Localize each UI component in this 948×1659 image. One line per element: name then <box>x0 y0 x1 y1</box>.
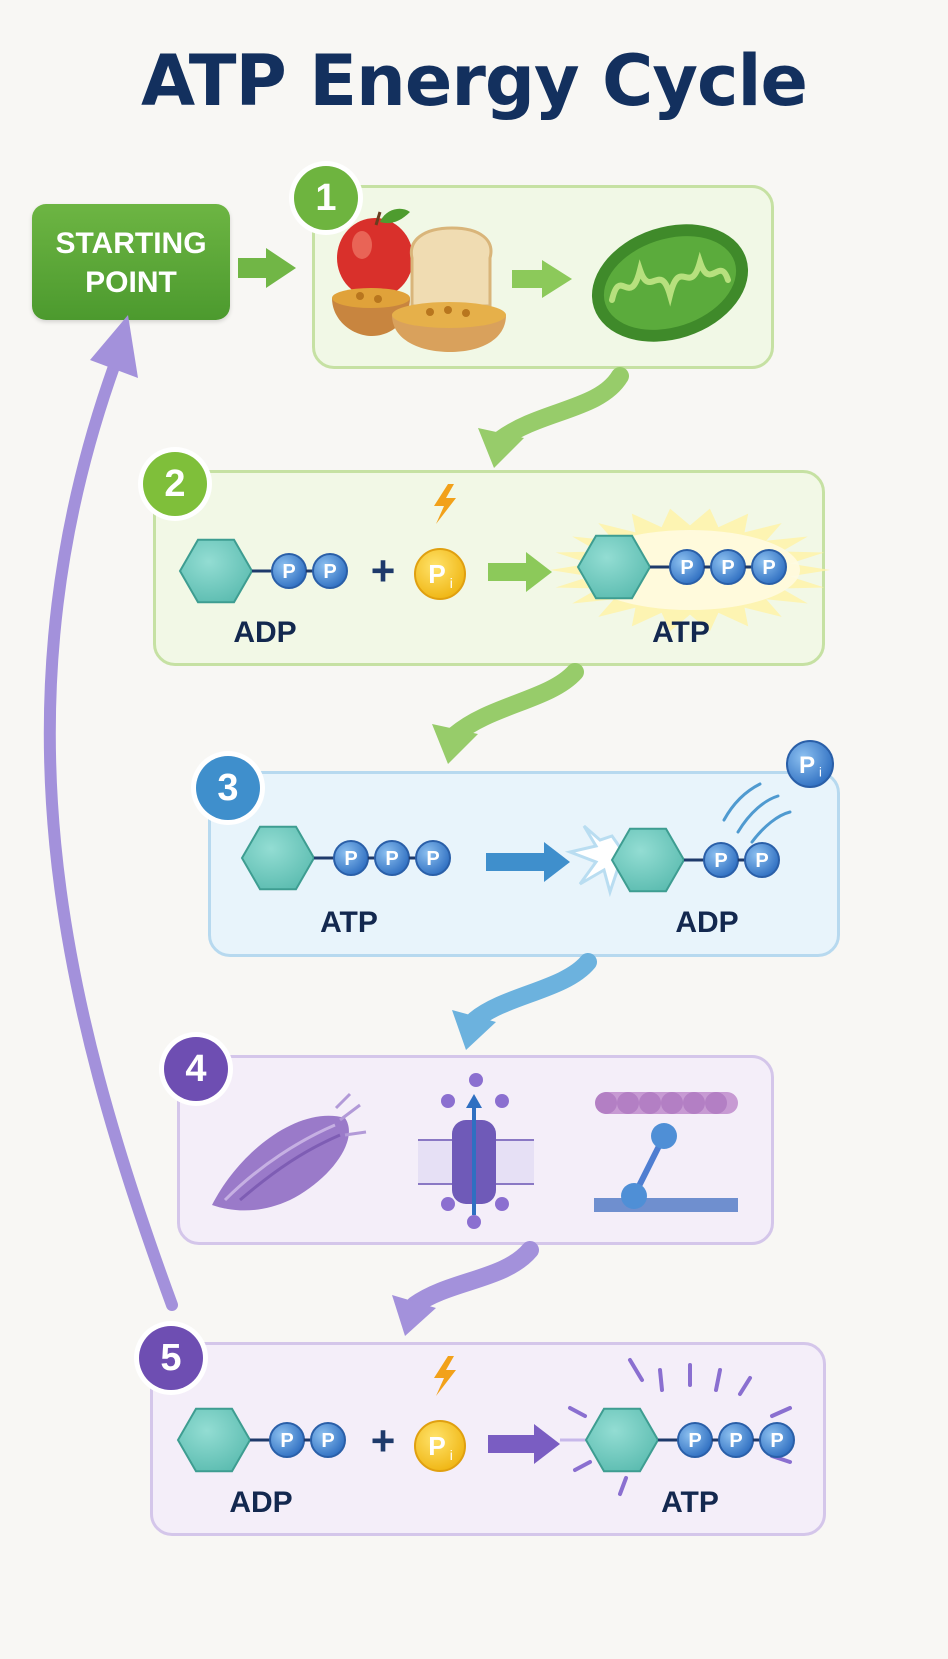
phosphate-letter: P <box>721 557 734 579</box>
phosphate-letter: P <box>762 557 775 579</box>
stage-3-adp-label: ADP <box>675 906 739 939</box>
stage-5-arrow <box>488 1424 560 1464</box>
pi-letter: P <box>428 559 446 589</box>
muscle-icon <box>212 1092 367 1211</box>
phosphate-letter: P <box>344 848 357 870</box>
phosphate-letter: P <box>321 1430 334 1452</box>
phosphate-letter: P <box>282 561 295 583</box>
food-icon <box>332 208 506 352</box>
pi-letter: P <box>799 752 815 779</box>
return-arrow <box>43 344 178 1311</box>
stage-3-badge: 3 <box>196 756 260 820</box>
stage4-to-stage5-arrow <box>392 1241 539 1336</box>
phosphate-group <box>312 553 348 589</box>
phosphate-letter: P <box>323 561 336 583</box>
stage-4-badge: 4 <box>164 1037 228 1101</box>
lightning-icon <box>434 484 456 524</box>
starting-point-box: STARTING POINT <box>32 204 230 320</box>
phosphate-group <box>751 549 787 585</box>
pi-release-lines <box>722 782 792 844</box>
pi-subscript: i <box>450 1448 453 1463</box>
phosphate-group <box>759 1422 795 1458</box>
phosphate-letter: P <box>688 1430 701 1452</box>
stage-3-atp-label: ATP <box>320 906 378 939</box>
pi-letter: P <box>428 1431 446 1461</box>
pi-subscript: i <box>450 576 453 591</box>
stage-2-atp-label: ATP <box>652 616 710 649</box>
atp-glow-lines <box>568 1358 792 1496</box>
stage1-inner-arrow <box>512 260 572 298</box>
phosphate-letter: P <box>426 848 439 870</box>
stage-5-badge: 5 <box>139 1326 203 1390</box>
stage-2-plus: + <box>371 547 396 594</box>
stage-5-plus: + <box>371 1417 396 1464</box>
phosphate-letter: P <box>280 1430 293 1452</box>
start-to-stage1-arrow <box>238 248 296 288</box>
stage-1-badge: 1 <box>294 166 358 230</box>
pi-subscript: i <box>819 766 822 780</box>
phosphate-group <box>415 840 451 876</box>
stage-2-badge: 2 <box>143 452 207 516</box>
phosphate-letter: P <box>714 850 727 872</box>
phosphate-group <box>310 1422 346 1458</box>
stage2-to-stage3-arrow <box>432 663 584 764</box>
phosphate-group <box>744 842 780 878</box>
myosin-filament-icon <box>594 1092 738 1212</box>
stage-2-adp-label: ADP <box>233 616 297 649</box>
stage-2-arrow <box>488 552 552 592</box>
stage1-to-stage2-arrow <box>478 367 629 468</box>
stage-5-atp-label: ATP <box>661 1486 719 1519</box>
phosphate-letter: P <box>755 850 768 872</box>
stage3-to-stage4-arrow <box>452 953 597 1050</box>
lightning-icon-2 <box>434 1356 456 1396</box>
phosphate-letter: P <box>729 1430 742 1452</box>
stage-3-arrow <box>486 842 570 882</box>
phosphate-letter: P <box>680 557 693 579</box>
diagram-title: ATP Energy Cycle <box>141 40 808 122</box>
phosphate-letter: P <box>770 1430 783 1452</box>
stage-5-adp-label: ADP <box>229 1486 293 1519</box>
starting-point-label-1: STARTING <box>55 227 207 260</box>
phosphate-letter: P <box>385 848 398 870</box>
return-arrow-head <box>90 315 138 378</box>
mitochondrion-icon <box>591 224 749 342</box>
starting-point-label-2: POINT <box>85 266 177 299</box>
membrane-pump-icon <box>418 1073 534 1229</box>
